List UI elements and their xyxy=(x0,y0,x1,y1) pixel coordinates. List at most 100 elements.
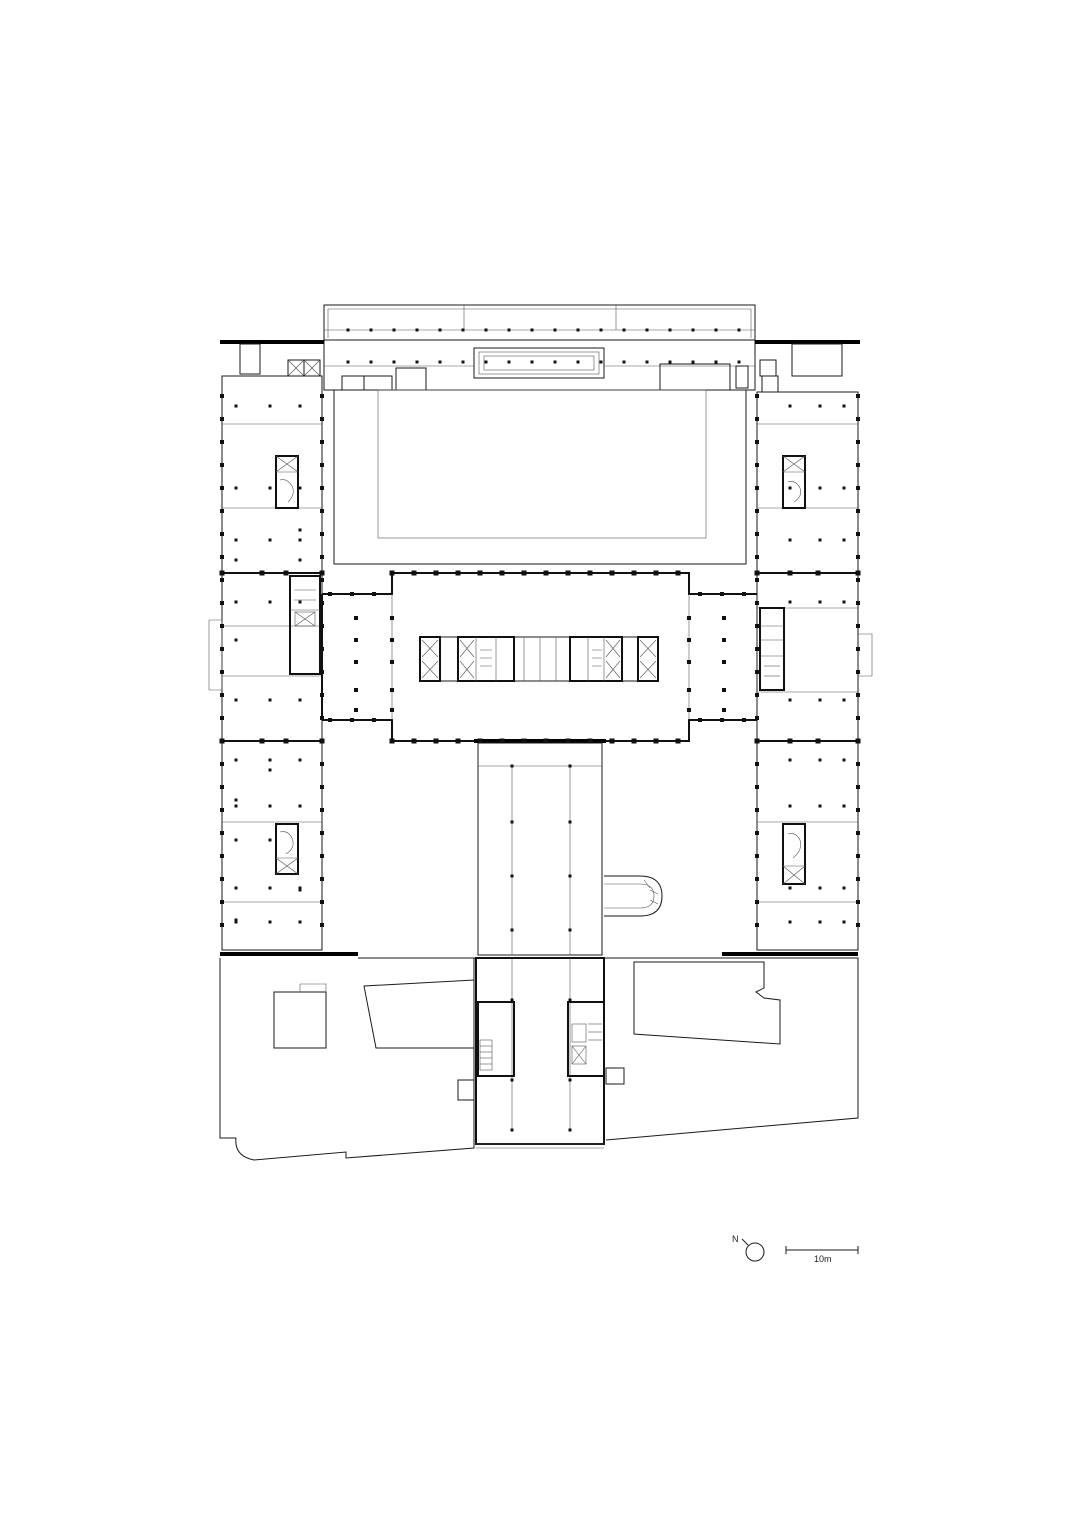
column xyxy=(789,487,792,490)
column xyxy=(320,532,324,536)
column xyxy=(269,601,272,604)
column xyxy=(722,660,726,664)
column xyxy=(347,361,350,364)
column xyxy=(789,805,792,808)
column xyxy=(856,739,861,744)
east-core xyxy=(760,608,784,690)
column xyxy=(220,900,224,904)
column xyxy=(284,739,289,744)
column xyxy=(412,739,417,744)
column xyxy=(755,739,760,744)
column xyxy=(456,571,461,576)
column xyxy=(755,555,759,559)
column xyxy=(816,739,821,744)
column xyxy=(788,739,793,744)
column xyxy=(320,877,324,881)
column xyxy=(320,509,324,513)
column xyxy=(600,329,603,332)
column xyxy=(789,759,792,762)
column xyxy=(819,805,822,808)
column xyxy=(320,571,325,576)
column xyxy=(390,660,394,664)
column xyxy=(755,578,759,582)
column xyxy=(235,559,238,562)
column xyxy=(269,887,272,890)
column xyxy=(235,759,238,762)
column xyxy=(269,487,272,490)
column xyxy=(220,417,224,421)
column xyxy=(722,616,726,620)
south-west-existing-block xyxy=(220,958,474,1160)
column xyxy=(220,624,224,628)
central-core xyxy=(420,637,658,681)
column xyxy=(623,329,626,332)
column xyxy=(856,532,860,536)
column xyxy=(299,487,302,490)
south-east-existing-block xyxy=(606,958,858,1140)
column xyxy=(720,718,724,722)
column xyxy=(755,831,759,835)
column xyxy=(623,361,626,364)
column xyxy=(220,831,224,835)
column xyxy=(654,571,659,576)
column xyxy=(692,329,695,332)
column xyxy=(755,463,759,467)
column xyxy=(569,929,572,932)
column xyxy=(856,693,860,697)
column xyxy=(687,638,691,642)
column xyxy=(320,693,324,697)
column xyxy=(531,361,534,364)
column xyxy=(856,394,860,398)
column xyxy=(843,601,846,604)
column xyxy=(320,463,324,467)
column xyxy=(843,921,846,924)
column xyxy=(755,877,759,881)
column xyxy=(856,555,860,559)
column xyxy=(632,571,637,576)
column xyxy=(755,440,759,444)
column xyxy=(299,805,302,808)
column xyxy=(843,539,846,542)
column xyxy=(755,647,759,651)
column xyxy=(569,1079,572,1082)
column xyxy=(819,601,822,604)
column xyxy=(354,638,358,642)
column xyxy=(354,688,358,692)
column xyxy=(819,759,822,762)
column xyxy=(843,805,846,808)
column xyxy=(511,821,514,824)
column xyxy=(456,739,461,744)
column xyxy=(577,329,580,332)
column xyxy=(843,405,846,408)
column xyxy=(856,900,860,904)
column xyxy=(320,808,324,812)
column xyxy=(320,716,324,720)
column xyxy=(569,875,572,878)
column xyxy=(320,486,324,490)
column xyxy=(511,999,514,1002)
west-wing xyxy=(209,376,322,950)
column xyxy=(511,929,514,932)
column xyxy=(220,785,224,789)
column xyxy=(320,578,324,582)
column xyxy=(755,486,759,490)
column xyxy=(755,693,759,697)
column xyxy=(856,716,860,720)
column xyxy=(220,532,224,536)
column xyxy=(755,854,759,858)
column xyxy=(715,329,718,332)
column xyxy=(500,571,505,576)
column xyxy=(439,329,442,332)
column xyxy=(372,718,376,722)
column xyxy=(390,708,394,712)
column xyxy=(755,670,759,674)
column xyxy=(544,739,549,744)
column xyxy=(789,921,792,924)
column xyxy=(416,361,419,364)
column xyxy=(220,693,224,697)
column xyxy=(220,739,225,744)
column xyxy=(554,361,557,364)
column xyxy=(856,670,860,674)
column xyxy=(755,571,760,576)
column xyxy=(843,759,846,762)
